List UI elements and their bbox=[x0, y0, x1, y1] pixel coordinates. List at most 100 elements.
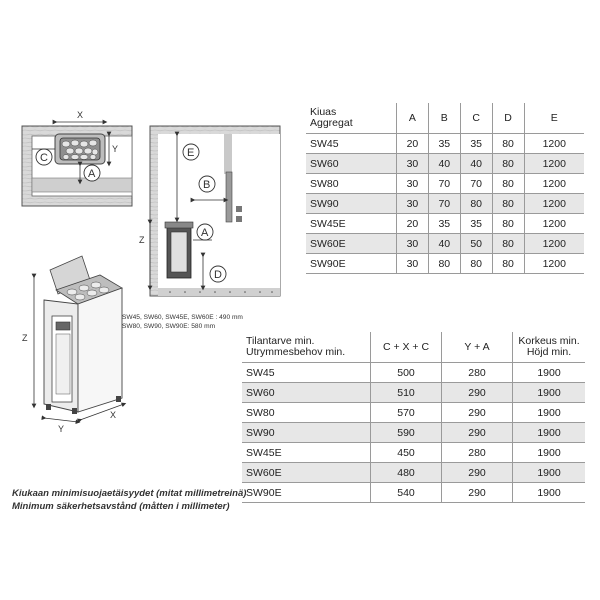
table-cell-model: SW45 bbox=[306, 133, 397, 154]
caption-finnish: Kiukaan minimisuojaetäisyydet (mitat mil… bbox=[12, 488, 247, 499]
table-cell: 1200 bbox=[524, 133, 584, 154]
table-cell-model: SW60 bbox=[306, 153, 397, 174]
table1-col-a: A bbox=[396, 103, 429, 134]
b-label: B bbox=[203, 179, 210, 191]
space-requirement-table: Tilantarve min. Utrymmesbehov min. C + X… bbox=[242, 332, 585, 503]
caption-swedish: Minimum säkerhetsavstånd (måtten i milli… bbox=[12, 501, 230, 512]
height-note-2: SW80, SW90, SW90E: 580 mm bbox=[122, 323, 216, 330]
table-cell-model: SW90 bbox=[306, 193, 397, 214]
table-cell: 80 bbox=[492, 253, 525, 274]
z-label-3d: Z bbox=[22, 333, 28, 343]
table-cell: 20 bbox=[396, 213, 429, 234]
table-cell: 1200 bbox=[524, 193, 584, 214]
table-cell: 30 bbox=[396, 173, 429, 194]
table2-header-line1: Tilantarve min. bbox=[246, 335, 315, 347]
table-cell-model: SW45 bbox=[242, 362, 371, 383]
table-cell: 70 bbox=[460, 173, 493, 194]
y-label-3d: Y bbox=[58, 424, 64, 434]
table-cell: 450 bbox=[370, 442, 442, 463]
table-cell-model: SW60E bbox=[306, 233, 397, 254]
top-view: X Y C A bbox=[21, 110, 133, 207]
table-cell: 1200 bbox=[524, 233, 584, 254]
table-cell: 80 bbox=[460, 253, 493, 274]
table-cell: 40 bbox=[428, 153, 461, 174]
table-cell: 500 bbox=[370, 362, 442, 383]
table-cell: 290 bbox=[441, 482, 513, 503]
table-row: SW45 20 35 35 80 1200 bbox=[306, 133, 584, 154]
a-label-top: A bbox=[88, 168, 96, 180]
table-cell: 30 bbox=[396, 253, 429, 274]
table-row: SW60E 30 40 50 80 1200 bbox=[306, 233, 584, 254]
table-cell: 80 bbox=[428, 253, 461, 274]
table-cell: 510 bbox=[370, 382, 442, 403]
table2-model-header: Tilantarve min. Utrymmesbehov min. bbox=[242, 332, 371, 363]
table-cell: 80 bbox=[492, 233, 525, 254]
table-cell: 1900 bbox=[512, 442, 585, 463]
table-cell: 1200 bbox=[524, 253, 584, 274]
z-label-side: Z bbox=[139, 235, 145, 245]
table1-col-b: B bbox=[428, 103, 461, 134]
table-row: SW90 30 70 80 80 1200 bbox=[306, 193, 584, 214]
table-row: SW45E 450 280 1900 bbox=[242, 442, 585, 463]
table-cell: 35 bbox=[428, 213, 461, 234]
table-cell: 40 bbox=[460, 153, 493, 174]
table-row: SW80 30 70 70 80 1200 bbox=[306, 173, 584, 194]
table-row: SW45E 20 35 35 80 1200 bbox=[306, 213, 584, 234]
a-label-side: A bbox=[201, 227, 209, 239]
table-cell: 35 bbox=[460, 213, 493, 234]
e-label: E bbox=[187, 147, 194, 159]
table1-col-d: D bbox=[492, 103, 525, 134]
table-cell: 30 bbox=[396, 153, 429, 174]
c-label: C bbox=[40, 152, 48, 164]
stove-3d-view: Z Y X bbox=[22, 255, 127, 434]
table-cell: 80 bbox=[492, 153, 525, 174]
table-cell: 80 bbox=[492, 213, 525, 234]
table1-col-e: E bbox=[524, 103, 584, 134]
table-cell: 480 bbox=[370, 462, 442, 483]
table-cell-model: SW60E bbox=[242, 462, 371, 483]
table-row: SW60E 480 290 1900 bbox=[242, 462, 585, 483]
table1-col-c: C bbox=[460, 103, 493, 134]
table-cell: 280 bbox=[441, 362, 513, 383]
table-cell: 1900 bbox=[512, 422, 585, 443]
table-cell: 80 bbox=[492, 173, 525, 194]
table-cell-model: SW90E bbox=[306, 253, 397, 274]
table-row: SW90E 30 80 80 80 1200 bbox=[306, 253, 584, 274]
x-label: X bbox=[77, 110, 83, 120]
table-cell: 35 bbox=[428, 133, 461, 154]
table-row: SW80 570 290 1900 bbox=[242, 402, 585, 423]
table-cell: 50 bbox=[460, 233, 493, 254]
table-cell: 80 bbox=[492, 133, 525, 154]
table1-model-header: Kiuas Aggregat bbox=[306, 103, 397, 134]
table-cell: 1900 bbox=[512, 482, 585, 503]
table1-header-line1: Kiuas bbox=[310, 106, 337, 118]
table-cell-model: SW45E bbox=[242, 442, 371, 463]
table-cell: 35 bbox=[460, 133, 493, 154]
table-row: SW60 30 40 40 80 1200 bbox=[306, 153, 584, 174]
table-cell: 1200 bbox=[524, 153, 584, 174]
table-cell: 290 bbox=[441, 382, 513, 403]
table-cell: 1900 bbox=[512, 362, 585, 383]
table-cell-model: SW90 bbox=[242, 422, 371, 443]
table-cell: 280 bbox=[441, 442, 513, 463]
table-cell: 290 bbox=[441, 402, 513, 423]
table2-col-depth: Y + A bbox=[441, 332, 513, 363]
table-cell: 30 bbox=[396, 233, 429, 254]
table-cell: 70 bbox=[428, 173, 461, 194]
table-cell: 540 bbox=[370, 482, 442, 503]
clearance-table: Kiuas Aggregat A B C D E SW45 20 35 35 8… bbox=[306, 103, 584, 274]
table-row: SW60 510 290 1900 bbox=[242, 382, 585, 403]
table2-height-line1: Korkeus min. bbox=[518, 335, 580, 347]
table2-col-width: C + X + C bbox=[370, 332, 442, 363]
x-label-3d: X bbox=[110, 410, 116, 420]
table-cell-model: SW80 bbox=[306, 173, 397, 194]
height-note-1: SW45, SW60, SW45E, SW60E : 490 mm bbox=[122, 314, 243, 321]
table2-col-height: Korkeus min. Höjd min. bbox=[512, 332, 585, 363]
table-cell: 1900 bbox=[512, 462, 585, 483]
table-cell: 1900 bbox=[512, 382, 585, 403]
table-cell-model: SW80 bbox=[242, 402, 371, 423]
table1-header-line2: Aggregat bbox=[310, 117, 353, 129]
table-cell-model: SW90E bbox=[242, 482, 371, 503]
